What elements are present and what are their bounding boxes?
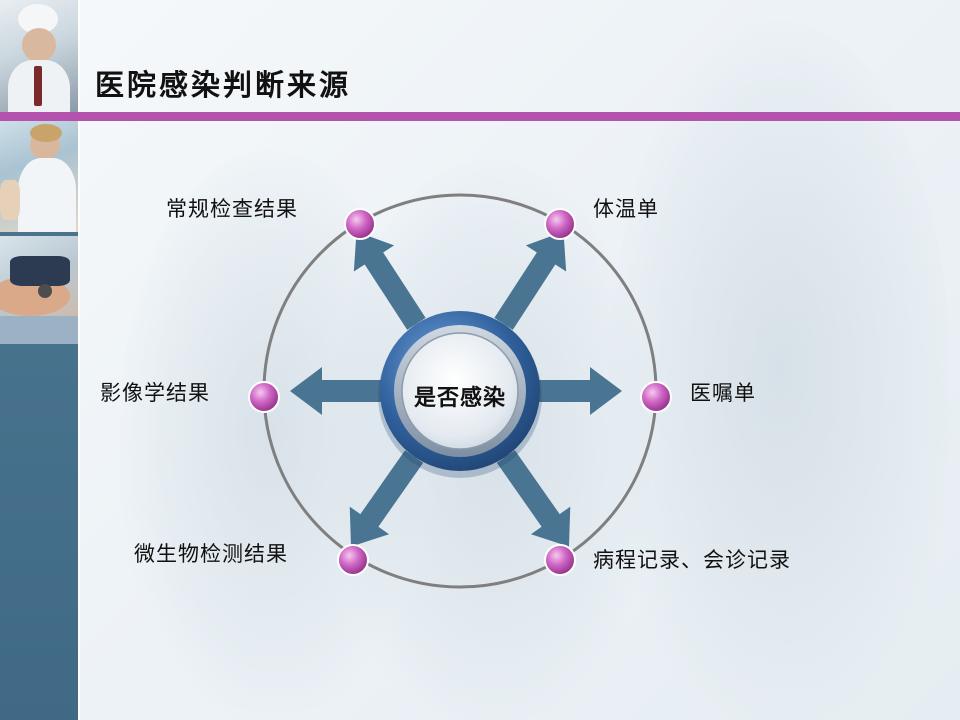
node-dot-temperature bbox=[544, 208, 576, 240]
center-label: 是否感染 bbox=[413, 386, 506, 411]
sidebar-divider bbox=[78, 0, 80, 720]
node-label-imaging: 影像学结果 bbox=[100, 381, 210, 405]
arrow-down-left bbox=[349, 450, 424, 547]
sidebar-photo-doctor bbox=[0, 118, 78, 232]
title-underline-bar bbox=[0, 112, 960, 121]
node-dot-routine bbox=[344, 208, 376, 240]
node-label-routine: 常规检查结果 bbox=[166, 197, 298, 221]
node-label-orders: 医嘱单 bbox=[690, 381, 756, 405]
arrows bbox=[290, 231, 622, 547]
center-hub bbox=[378, 311, 542, 478]
arrow-right bbox=[512, 367, 622, 415]
sidebar-photo-blood-pressure bbox=[0, 236, 78, 344]
node-label-temperature: 体温单 bbox=[593, 197, 659, 221]
node-dot-records bbox=[544, 544, 576, 576]
slide-title: 医院感染判断来源 bbox=[95, 68, 352, 102]
node-label-records: 病程记录、会诊记录 bbox=[593, 548, 791, 572]
node-dots bbox=[248, 208, 672, 576]
arrow-left bbox=[290, 367, 400, 415]
sidebar-photo-lab bbox=[0, 0, 78, 113]
arrow-up-right bbox=[494, 231, 567, 330]
background-figure-right bbox=[610, 20, 950, 720]
node-dot-microbiology bbox=[337, 544, 369, 576]
arrow-up-left bbox=[353, 231, 426, 330]
node-label-microbiology: 微生物检测结果 bbox=[134, 542, 288, 566]
node-dot-orders bbox=[640, 381, 672, 413]
arrow-down-right bbox=[496, 450, 571, 547]
node-dot-imaging bbox=[248, 381, 280, 413]
